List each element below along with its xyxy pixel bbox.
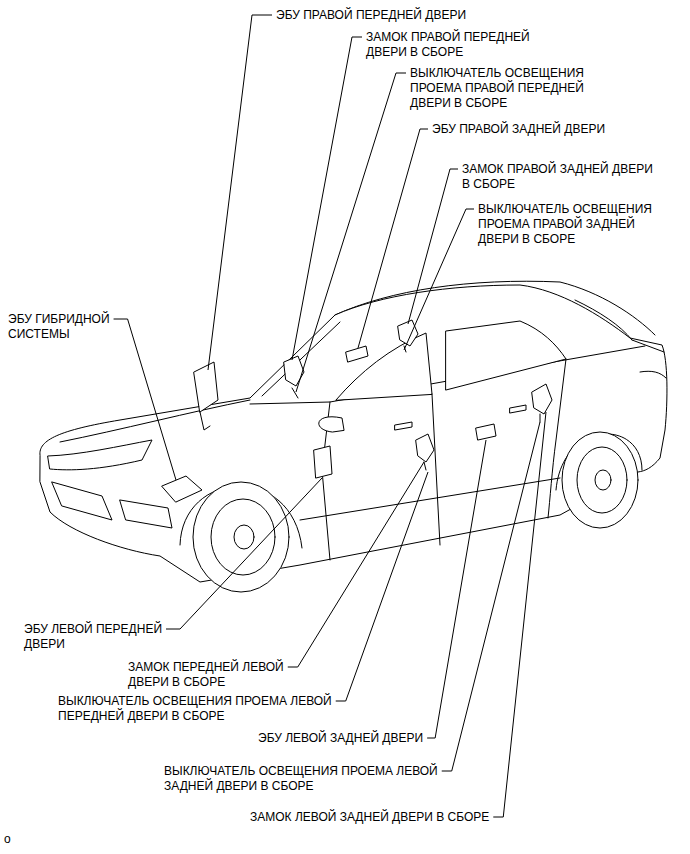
figure-code: o — [4, 832, 11, 846]
leader-line — [358, 129, 428, 348]
part-label-box: ВЫКЛЮЧАТЕЛЬ ОСВЕЩЕНИЯ ПРОЕМА ПРАВОЙ ЗАДН… — [478, 202, 663, 247]
ecu-part — [194, 362, 218, 412]
part-label-box: ВЫКЛЮЧАТЕЛЬ ОСВЕЩЕНИЯ ПРОЕМА ПРАВОЙ ПЕРЕ… — [410, 66, 605, 111]
part-label-box: ЗАМОК ПРАВОЙ ПЕРЕДНЕЙ ДВЕРИ В СБОРЕ — [366, 30, 551, 60]
leader-line — [336, 472, 428, 701]
leader-line — [442, 422, 540, 771]
part-label: ВЫКЛЮЧАТЕЛЬ ОСВЕЩЕНИЯ ПРОЕМА ПРАВОЙ ПЕРЕ… — [410, 66, 584, 110]
part-label-box: ВЫКЛЮЧАТЕЛЬ ОСВЕЩЕНИЯ ПРОЕМА ЛЕВОЙ ПЕРЕД… — [58, 694, 348, 724]
part-label: ЗАМОК ЛЕВОЙ ЗАДНЕЙ ДВЕРИ В СБОРЕ — [250, 810, 489, 824]
leader-line — [114, 319, 176, 480]
ecu-part — [346, 346, 368, 362]
part-label: ВЫКЛЮЧАТЕЛЬ ОСВЕЩЕНИЯ ПРОЕМА ЛЕВОЙ ПЕРЕД… — [58, 694, 332, 723]
part-label-box: ЭБУ ГИБРИДНОЙ СИСТЕМЫ — [8, 312, 138, 342]
leader-line — [208, 15, 272, 370]
lock-part — [398, 320, 418, 346]
part-label: ЗАМОК ПЕРЕДНЕЙ ЛЕВОЙ ДВЕРИ В СБОРЕ — [128, 660, 284, 689]
part-label-box: ЗАМОК ПЕРЕДНЕЙ ЛЕВОЙ ДВЕРИ В СБОРЕ — [128, 660, 303, 690]
lock-part — [416, 434, 434, 462]
part-label-box: ЭБУ ПРАВОЙ ЗАДНЕЙ ДВЕРИ — [432, 122, 682, 137]
part-label: ЭБУ ГИБРИДНОЙ СИСТЕМЫ — [8, 312, 110, 341]
ecu-part — [476, 424, 496, 440]
leader-line — [166, 478, 322, 629]
part-label-box: ВЫКЛЮЧАТЕЛЬ ОСВЕЩЕНИЯ ПРОЕМА ЛЕВОЙ ЗАДНЕ… — [164, 764, 454, 794]
lock-part — [284, 356, 304, 386]
part-label-box: ЭБУ ЛЕВОЙ ПЕРЕДНЕЙ ДВЕРИ — [24, 622, 184, 652]
leader-line — [404, 209, 474, 350]
part-label: ЭБУ ПРАВОЙ ПЕРЕДНЕЙ ДВЕРИ — [276, 8, 466, 22]
part-label-box: ЗАМОК ЛЕВОЙ ЗАДНЕЙ ДВЕРИ В СБОРЕ — [250, 810, 550, 825]
part-label: ВЫКЛЮЧАТЕЛЬ ОСВЕЩЕНИЯ ПРОЕМА ПРАВОЙ ЗАДН… — [478, 202, 652, 246]
leader-line — [427, 440, 486, 738]
part-label: ЗАМОК ПРАВОЙ ПЕРЕДНЕЙ ДВЕРИ В СБОРЕ — [366, 30, 530, 59]
ecu-part — [162, 476, 202, 502]
part-label-box: ЭБУ ПРАВОЙ ПЕРЕДНЕЙ ДВЕРИ — [276, 8, 536, 23]
part-label: ЭБУ ЛЕВОЙ ПЕРЕДНЕЙ ДВЕРИ — [24, 622, 162, 651]
part-label-box: ЭБУ ЛЕВОЙ ЗАДНЕЙ ДВЕРИ — [258, 731, 508, 746]
leader-line — [292, 37, 362, 360]
part-label: ЗАМОК ПРАВОЙ ЗАДНЕЙ ДВЕРИ В СБОРЕ — [462, 162, 653, 191]
leader-line — [493, 412, 546, 817]
lock-part — [532, 384, 552, 414]
ecu-part — [314, 446, 332, 478]
leader-line — [408, 169, 458, 324]
leader-line — [296, 73, 406, 392]
part-label: ЭБУ ЛЕВОЙ ЗАДНЕЙ ДВЕРИ — [258, 731, 423, 745]
part-label: ЭБУ ПРАВОЙ ЗАДНЕЙ ДВЕРИ — [432, 122, 605, 136]
leader-line — [288, 462, 424, 667]
part-label-box: ЗАМОК ПРАВОЙ ЗАДНЕЙ ДВЕРИ В СБОРЕ — [462, 162, 660, 192]
part-label: ВЫКЛЮЧАТЕЛЬ ОСВЕЩЕНИЯ ПРОЕМА ЛЕВОЙ ЗАДНЕ… — [164, 764, 438, 793]
part-label-box: o — [4, 832, 44, 847]
